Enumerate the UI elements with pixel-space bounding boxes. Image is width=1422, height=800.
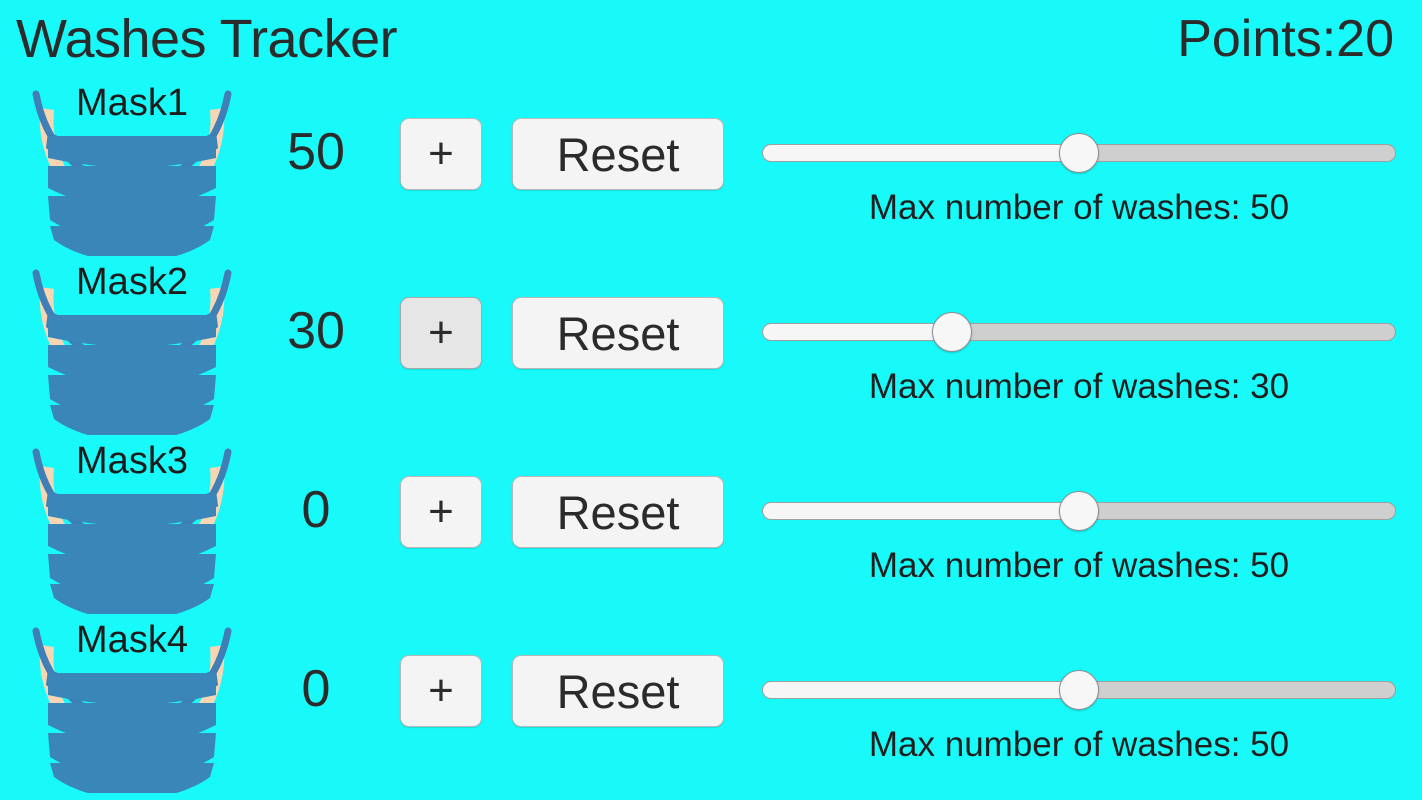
reset-button[interactable]: Reset — [512, 476, 724, 548]
app-header: Washes Tracker Points:20 — [0, 0, 1422, 78]
slider-thumb[interactable] — [932, 312, 973, 352]
reset-button[interactable]: Reset — [512, 655, 724, 727]
max-washes-caption: Max number of washes: 50 — [868, 725, 1290, 764]
reset-button[interactable]: Reset — [512, 297, 724, 369]
mask-row-list: Mask1 50 + Reset Max number of washes: 5… — [0, 78, 1422, 794]
face-mask-icon — [8, 617, 256, 793]
slider-thumb[interactable] — [1059, 133, 1099, 173]
max-washes-slider[interactable]: Max number of washes: 50 — [762, 122, 1396, 225]
max-washes-slider[interactable]: Max number of washes: 50 — [762, 480, 1396, 583]
slider-fill — [763, 682, 1079, 698]
slider-fill — [763, 503, 1079, 519]
increment-button[interactable]: + — [400, 297, 482, 369]
slider-fill — [763, 145, 1079, 161]
face-mask-icon — [8, 438, 256, 614]
mask-row-4: Mask4 0 + Reset Max number of washes: 50 — [0, 615, 1422, 794]
max-washes-slider[interactable]: Max number of washes: 30 — [762, 301, 1396, 404]
wash-count-value: 50 — [287, 123, 345, 181]
page-title: Washes Tracker — [16, 9, 398, 69]
slider-track[interactable] — [762, 323, 1396, 341]
reset-button[interactable]: Reset — [512, 118, 724, 190]
mask-row-3: Mask3 0 + Reset Max number of washes: 50 — [0, 436, 1422, 615]
max-washes-caption: Max number of washes: 50 — [868, 546, 1290, 585]
mask-row-2: Mask2 30 + Reset Max number of washes: 3… — [0, 257, 1422, 436]
face-mask-icon — [8, 259, 256, 435]
increment-button[interactable]: + — [400, 655, 482, 727]
points-display: Points:20 — [1177, 10, 1394, 68]
slider-thumb[interactable] — [1059, 491, 1099, 531]
face-mask-icon — [8, 80, 256, 256]
wash-count-value: 30 — [287, 302, 345, 360]
wash-count-value: 0 — [301, 660, 331, 718]
max-washes-caption: Max number of washes: 50 — [868, 188, 1290, 227]
wash-count-value: 0 — [301, 481, 331, 539]
max-washes-slider[interactable]: Max number of washes: 50 — [762, 659, 1396, 762]
max-washes-caption: Max number of washes: 30 — [868, 367, 1290, 406]
increment-button[interactable]: + — [400, 118, 482, 190]
slider-thumb[interactable] — [1059, 670, 1099, 710]
slider-fill — [763, 324, 953, 340]
increment-button[interactable]: + — [400, 476, 482, 548]
mask-row-1: Mask1 50 + Reset Max number of washes: 5… — [0, 78, 1422, 257]
